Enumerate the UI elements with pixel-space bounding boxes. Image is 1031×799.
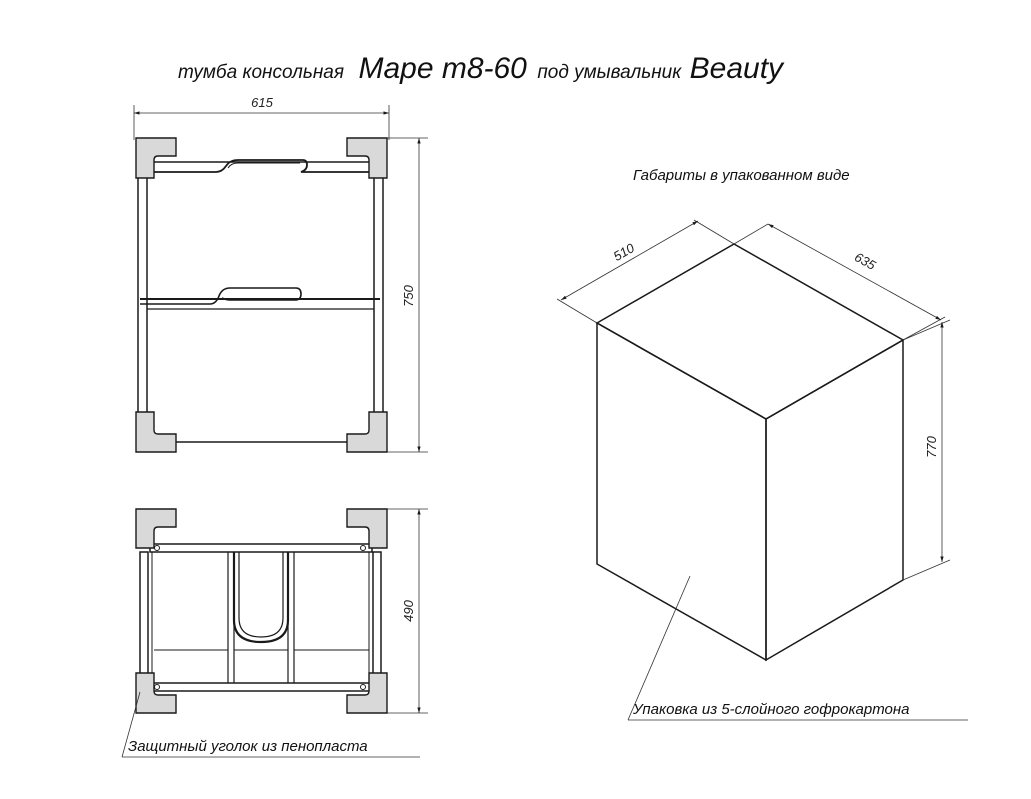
package-width-dimension: 635 [852,249,879,273]
corner-protector-icon [346,508,388,549]
top-view: 490 Защитный уголок из пе [121,508,428,758]
corner-protector-icon [135,137,177,179]
front-view: 615 750 [133,95,428,453]
corner-protector-icon [135,508,177,549]
package-depth-dimension: 510 [611,240,638,264]
title-series: Beauty [690,52,785,85]
corner-protector-callout: Защитный уголок из пенопласта [128,738,368,755]
corner-protector-icon [346,672,388,714]
corner-protector-icon [135,411,177,453]
corner-protector-icon [135,672,177,714]
drawing-title: тумба консольная Mape т8-60 под умывальн… [178,52,785,85]
package-height-dimension: 770 [924,435,939,457]
title-model: Mape т8-60 [358,52,527,85]
title-prefix: тумба консольная [178,62,344,83]
corner-protector-icon [346,137,388,179]
package-callout: Упаковка из 5-слойного гофрокартона [632,701,909,718]
package-heading: Габариты в упакованном виде [633,167,850,184]
front-height-dimension: 750 [401,284,416,306]
title-middle: под умывальник [537,62,682,83]
corner-protector-icon [346,411,388,453]
package-view: Габариты в упакованном виде 510 635 770 … [556,167,968,721]
front-width-dimension: 615 [251,95,273,110]
top-depth-dimension: 490 [401,599,416,621]
